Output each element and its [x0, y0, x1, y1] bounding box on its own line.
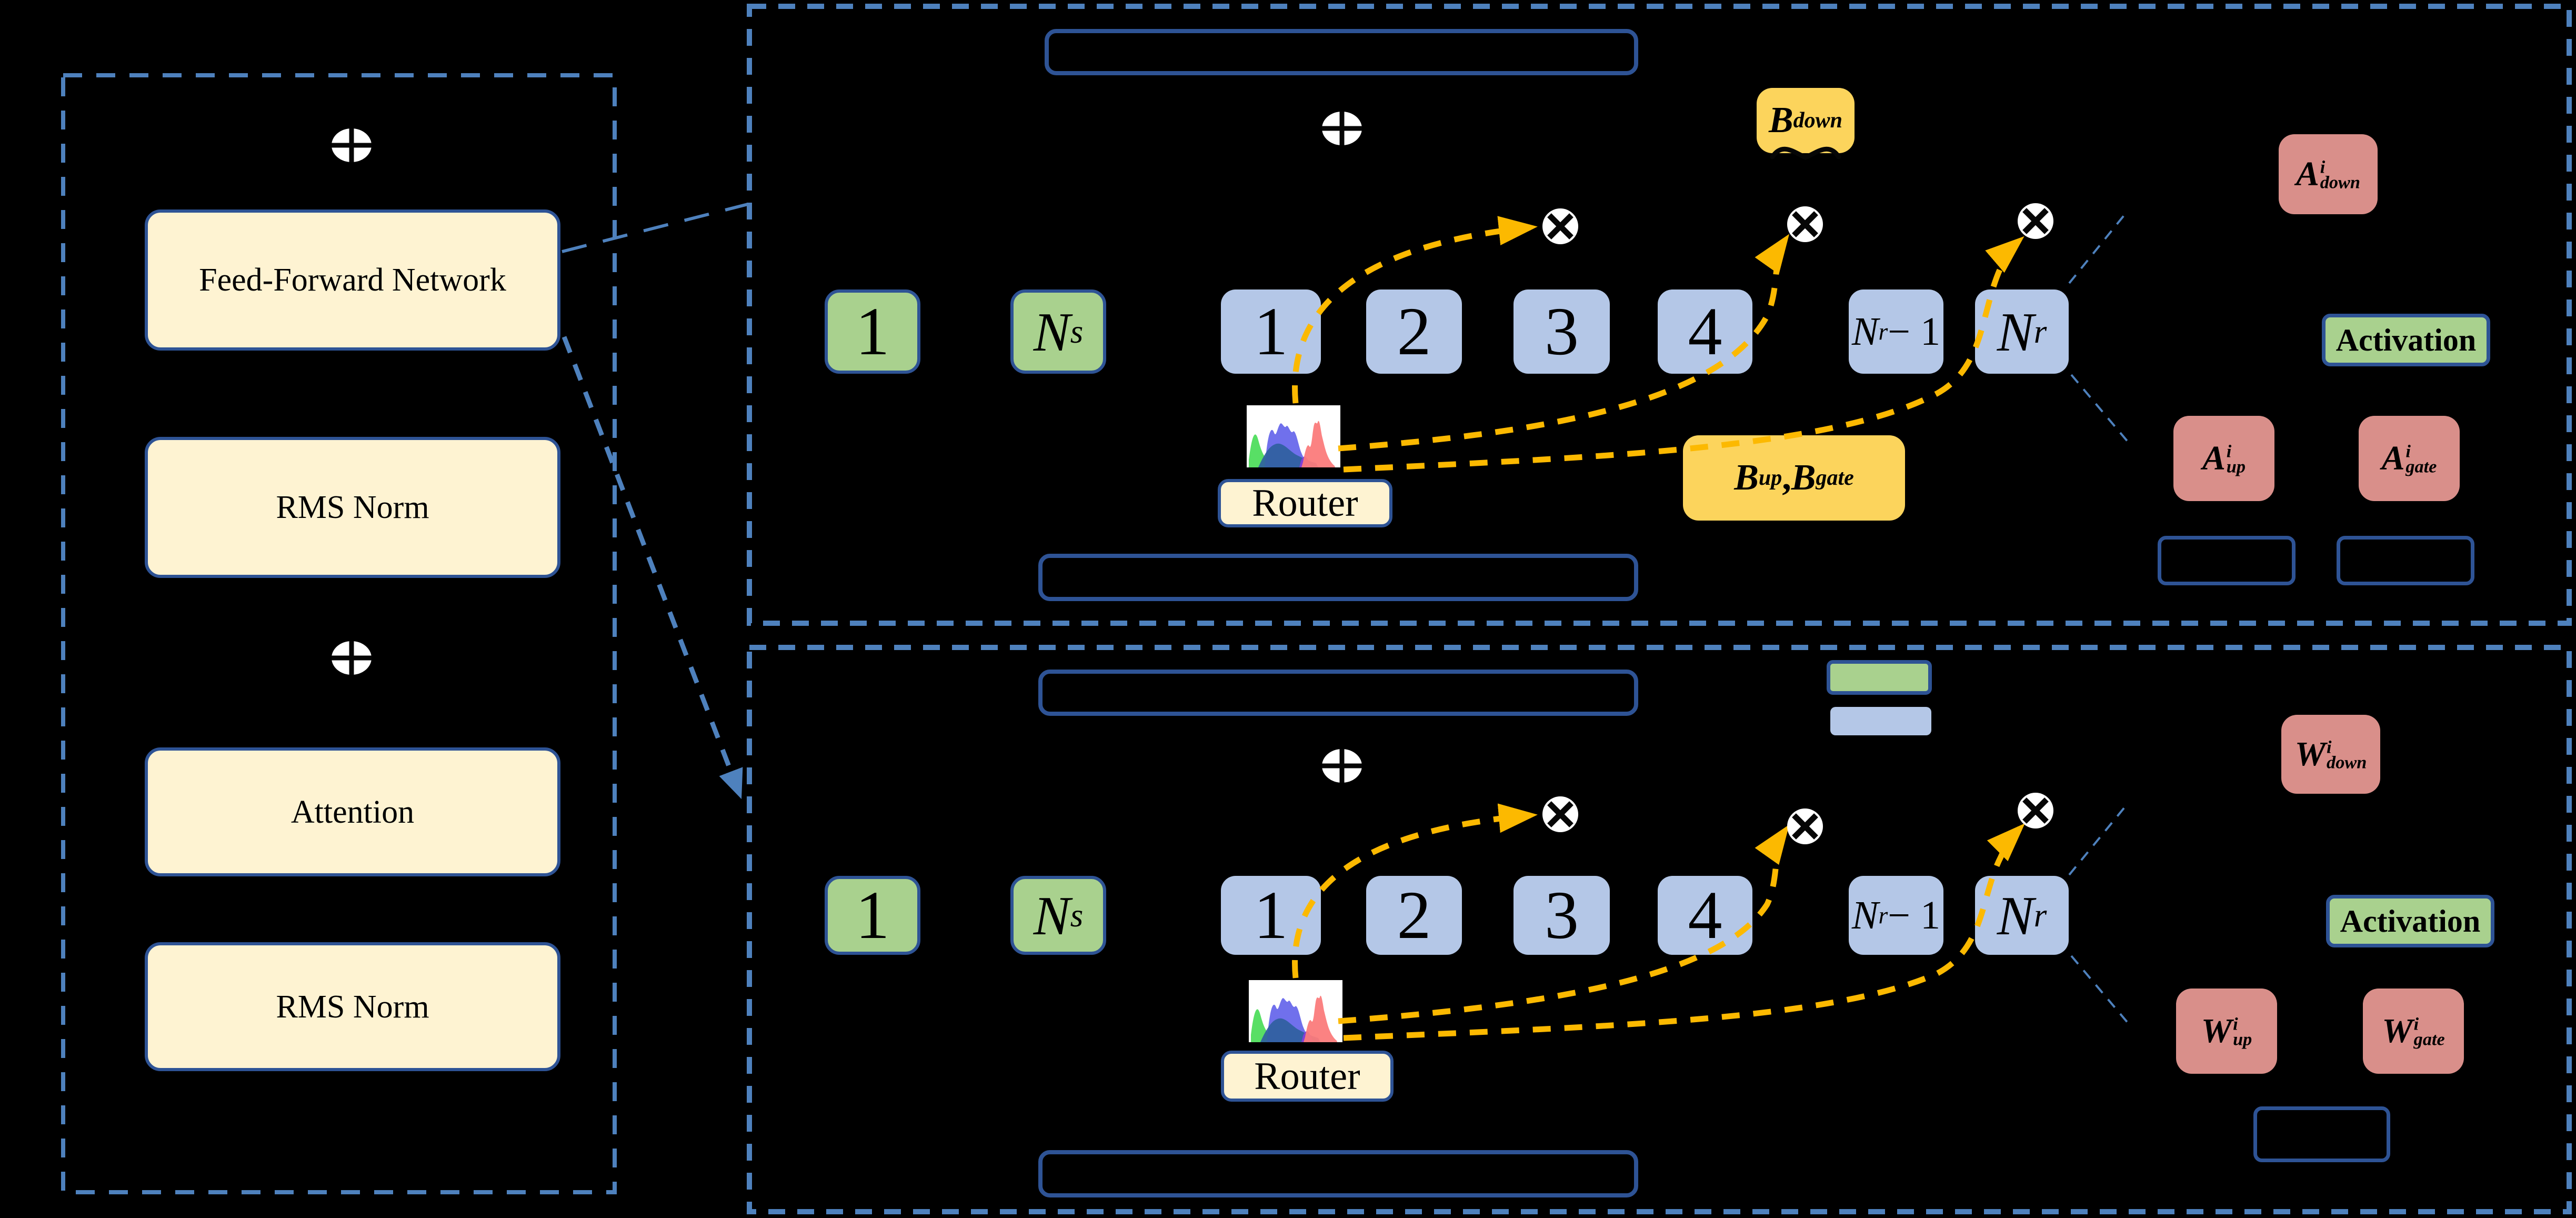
expert-expansion-tick-bottom-1: [2068, 803, 2128, 876]
feed-forward-network-block: Feed-Forward Network: [145, 209, 560, 351]
routed-expert-4: 4: [1658, 876, 1752, 955]
routed-expert-3: 3: [1513, 876, 1610, 955]
router-box: Router: [1218, 479, 1392, 527]
routed-expert-1: 1: [1221, 876, 1321, 955]
add-icon: [332, 641, 372, 675]
hidden-dim-box-gate: [2337, 536, 2474, 585]
legend-shared-expert-chip: [1827, 660, 1932, 695]
activation-box: Activation: [2322, 314, 2490, 366]
add-icon: [1322, 112, 1362, 145]
ffn-expansion-line-top: [562, 203, 748, 253]
hidden-state-output-bar-2: [1038, 670, 1638, 716]
routed-expert-2: 2: [1366, 876, 1462, 955]
rms-norm-block-bottom: RMS Norm: [145, 942, 560, 1071]
router-box-2: Router: [1221, 1051, 1394, 1102]
hidden-dim-box-up: [2158, 536, 2296, 585]
routed-expert-3: 3: [1513, 289, 1610, 374]
legend-routed-expert-chip: [1830, 707, 1931, 735]
router-score-distribution-image: [1247, 405, 1340, 467]
ffn-expansion-line-bottom: [562, 336, 743, 800]
shared-expert-1: 1: [825, 289, 920, 374]
multiply-icon: [2018, 793, 2053, 828]
routed-expert-4: 4: [1658, 289, 1752, 374]
routed-expert-2: 2: [1366, 289, 1462, 374]
hidden-state-output-bar: [1045, 29, 1638, 75]
multiply-icon: [1542, 796, 1578, 832]
activation-box-2: Activation: [2326, 895, 2494, 947]
router-score-distribution-image-2: [1249, 980, 1342, 1042]
hidden-dim-box: [2253, 1106, 2390, 1162]
add-icon: [1322, 749, 1362, 783]
shared-expert-1: 1: [825, 876, 920, 955]
multiply-icon: [2018, 203, 2053, 239]
expert-expansion-tick-bottom-2: [2070, 955, 2129, 1024]
attention-block: Attention: [145, 747, 560, 876]
routed-expert-1: 1: [1221, 289, 1321, 374]
add-icon: [332, 128, 372, 162]
multiply-icon: [1787, 206, 1823, 242]
rms-norm-block-top: RMS Norm: [145, 437, 560, 578]
hidden-state-input-bar-2: [1038, 1150, 1638, 1197]
multiply-icon: [1542, 208, 1578, 244]
expert-expansion-tick-top-2: [2070, 374, 2129, 443]
expert-expansion-tick-top-1: [2068, 211, 2128, 284]
hidden-state-input-bar: [1038, 554, 1638, 601]
multiply-icon: [1787, 808, 1823, 844]
